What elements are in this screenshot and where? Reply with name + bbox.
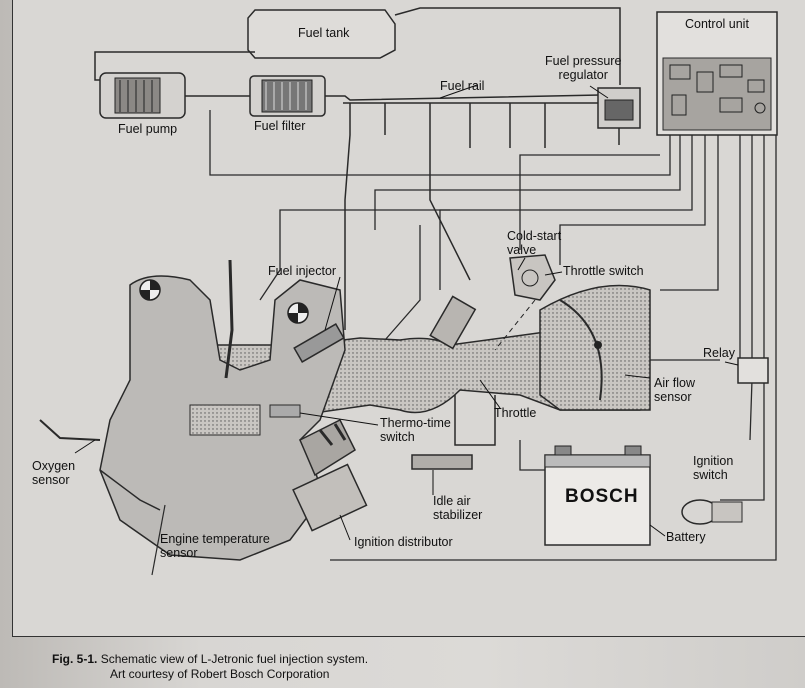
label-fuel-injector: Fuel injector [268, 264, 337, 278]
label-fuel-pressure-regulator: Fuel pressure regulator [545, 54, 622, 82]
battery-brand-logo: BOSCH [565, 486, 639, 507]
fuel-pump-shape [99, 72, 186, 119]
battery-shape [544, 445, 651, 546]
figure-caption: Fig. 5-1. Schematic view of L-Jetronic f… [52, 652, 368, 682]
label-throttle-switch: Throttle switch [563, 264, 644, 278]
figure-number: Fig. 5-1. [52, 652, 98, 666]
fuel-injector-shape [293, 323, 345, 363]
ignition-switch-shape [681, 499, 743, 525]
filter-to-rail-line [325, 94, 601, 101]
label-control-unit: Control unit [685, 17, 749, 31]
idle-air-bypass [454, 395, 496, 446]
label-engine-temperature-sensor: Engine temperature sensor [160, 532, 270, 560]
ignition-distributor-shape [292, 418, 368, 532]
label-fuel-rail: Fuel rail [440, 79, 485, 93]
rail-to-injector-line [344, 134, 351, 330]
label-cold-start-valve: Cold-start valve [507, 229, 562, 257]
label-fuel-filter: Fuel filter [254, 119, 306, 133]
thermo-time-switch-shape [269, 404, 301, 418]
label-battery: Battery [666, 530, 706, 544]
rail-to-coldstart-line [429, 148, 471, 281]
label-thermo-time-switch: Thermo-time switch [380, 416, 451, 444]
throttle-switch-shape [509, 254, 556, 301]
tank-supply-line [94, 51, 255, 81]
label-relay: Relay [703, 346, 735, 360]
label-oxygen-sensor: Oxygen sensor [32, 459, 76, 487]
label-ignition-switch: Ignition switch [693, 454, 734, 482]
relay-shape [737, 357, 769, 384]
air-flow-sensor-housing [539, 284, 651, 411]
fuel-tank-shape [247, 9, 396, 59]
cold-start-valve-shape [429, 295, 477, 350]
label-throttle: Throttle [494, 406, 537, 420]
label-air-flow-sensor: Air flow sensor [654, 376, 695, 404]
figure-credit: Art courtesy of Robert Bosch Corporation [110, 667, 330, 681]
figure-caption-text: Schematic view of L-Jetronic fuel inject… [100, 652, 369, 666]
label-ignition-distributor: Ignition distributor [354, 535, 453, 549]
label-fuel-tank: Fuel tank [298, 26, 350, 40]
label-fuel-pump: Fuel pump [118, 122, 178, 136]
control-unit-board [662, 57, 772, 131]
tank-return-line [394, 7, 621, 85]
idle-air-stabilizer-shape [411, 454, 473, 470]
pressure-regulator-shape [597, 87, 641, 145]
fuel-filter-shape [249, 75, 326, 117]
label-idle-air-stabilizer: Idle air stabilizer [433, 494, 483, 522]
